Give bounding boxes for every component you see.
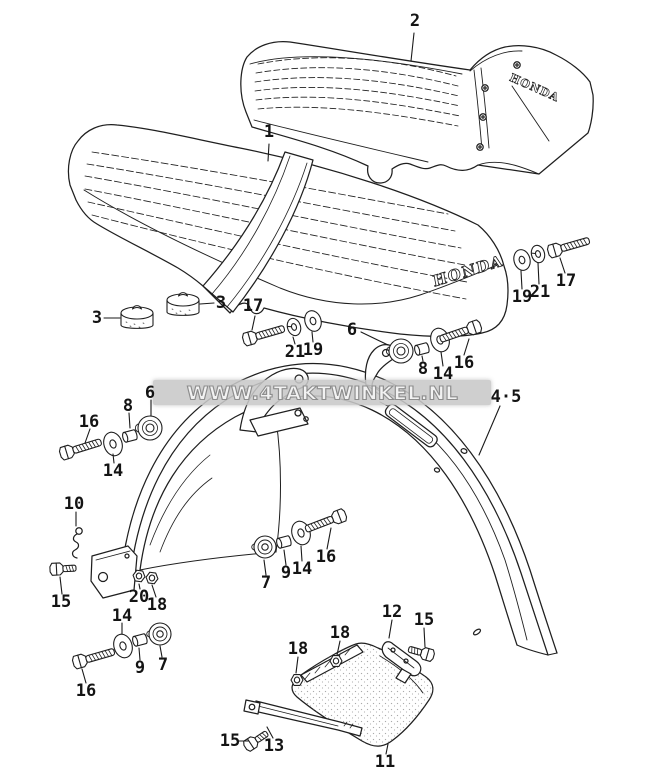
nut-18-left bbox=[144, 571, 160, 585]
cushion-3a bbox=[120, 305, 154, 329]
callout-16: 16 bbox=[453, 353, 475, 373]
callout-3: 3 bbox=[91, 308, 103, 328]
callout-16: 16 bbox=[315, 547, 337, 567]
screw-15-left bbox=[49, 561, 77, 577]
mudflap-stay-13 bbox=[243, 699, 363, 737]
seat-2-rivets bbox=[476, 61, 521, 151]
callout-4·5: 4·5 bbox=[490, 387, 522, 407]
callout-11: 11 bbox=[374, 752, 396, 772]
nut-18-lower bbox=[290, 673, 304, 687]
callout-3: 3 bbox=[215, 293, 227, 313]
callout-7: 7 bbox=[157, 655, 169, 675]
callout-21: 21 bbox=[529, 282, 551, 302]
seat-2-art: HONDA bbox=[240, 40, 594, 184]
callout-9: 9 bbox=[280, 563, 292, 583]
callout-14: 14 bbox=[111, 606, 133, 626]
callout-2: 2 bbox=[409, 11, 421, 31]
collar-8-right bbox=[413, 341, 431, 357]
callout-8: 8 bbox=[417, 359, 429, 379]
grommet-7-mid bbox=[251, 535, 277, 559]
seat-strap bbox=[202, 151, 314, 313]
callout-18: 18 bbox=[287, 639, 309, 659]
callout-6: 6 bbox=[346, 320, 358, 340]
callout-13: 13 bbox=[263, 736, 285, 756]
collar-9-bottom-left bbox=[131, 632, 149, 648]
washer-19-top bbox=[510, 247, 534, 273]
callout-6: 6 bbox=[144, 383, 156, 403]
spring-washer-21-mid bbox=[284, 315, 304, 339]
callout-18: 18 bbox=[146, 595, 168, 615]
clip-10 bbox=[71, 527, 83, 559]
bolt-17-top bbox=[545, 233, 592, 260]
callout-21: 21 bbox=[284, 342, 306, 362]
callout-18: 18 bbox=[329, 623, 351, 643]
seat-2-rib-lines bbox=[254, 57, 461, 127]
callout-19: 19 bbox=[302, 340, 324, 360]
callout-15: 15 bbox=[413, 610, 435, 630]
mudflap-bracket-12 bbox=[381, 641, 422, 684]
watermark-band: WWW.4TAKTWINKEL.NL bbox=[153, 380, 491, 405]
bolt-16-left bbox=[57, 435, 104, 462]
callout-17: 17 bbox=[555, 271, 577, 291]
callout-9: 9 bbox=[134, 658, 146, 678]
seat-1-art: HONDA bbox=[67, 124, 509, 338]
grommet-6-left bbox=[134, 415, 163, 441]
nut-18-upper bbox=[329, 654, 343, 668]
callout-15: 15 bbox=[219, 731, 241, 751]
spring-washer-21-top bbox=[528, 243, 548, 265]
callout-19: 19 bbox=[511, 287, 533, 307]
bolt-16-mid bbox=[302, 507, 349, 537]
washer-14-bottom-left bbox=[110, 631, 136, 661]
callout-14: 14 bbox=[432, 364, 454, 384]
callout-16: 16 bbox=[78, 412, 100, 432]
fender-slot bbox=[384, 403, 438, 448]
callout-17: 17 bbox=[242, 296, 264, 316]
callout-14: 14 bbox=[102, 461, 124, 481]
fender-left-tab bbox=[90, 545, 138, 599]
washer-14-mid bbox=[288, 518, 314, 548]
cushion-3b bbox=[166, 292, 200, 316]
callout-15: 15 bbox=[50, 592, 72, 612]
callout-14: 14 bbox=[291, 559, 313, 579]
washer-14-left bbox=[100, 429, 126, 459]
callout-7: 7 bbox=[260, 573, 272, 593]
watermark-text: WWW.4TAKTWINKEL.NL bbox=[186, 381, 458, 404]
fasteners bbox=[49, 233, 592, 754]
bolt-16-bottom-left bbox=[70, 644, 117, 671]
callout-1: 1 bbox=[263, 122, 275, 142]
callout-20: 20 bbox=[128, 587, 150, 607]
callout-10: 10 bbox=[63, 494, 85, 514]
grommet-7-bottom-left bbox=[146, 622, 172, 646]
callout-12: 12 bbox=[381, 602, 403, 622]
bolt-17-mid bbox=[240, 321, 287, 348]
collar-8-left bbox=[121, 428, 139, 444]
callout-8: 8 bbox=[122, 396, 134, 416]
callout-16: 16 bbox=[75, 681, 97, 701]
